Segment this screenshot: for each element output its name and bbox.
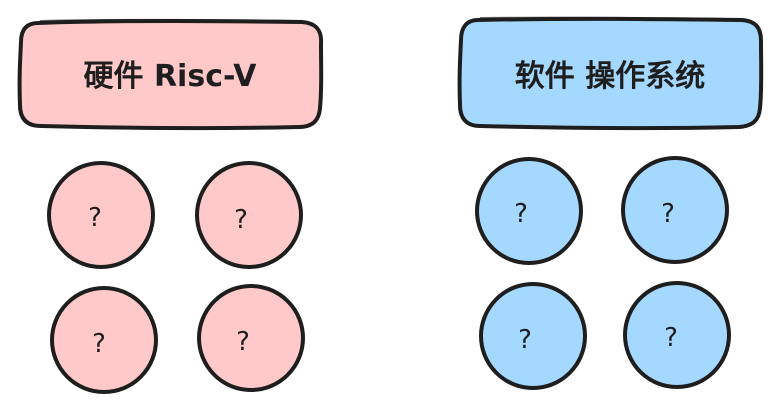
software-node-3-label: ? <box>518 325 532 355</box>
hardware-node-1-sketch <box>49 162 93 211</box>
software-box-sketch-line <box>479 16 741 20</box>
hardware-box: 硬件 Risc-V <box>17 18 324 131</box>
hardware-label: 硬件 Risc-V <box>84 59 258 94</box>
software-node-4: ? <box>623 281 731 389</box>
hardware-box-sketch-line <box>39 18 301 22</box>
hardware-node-4: ? <box>197 284 305 392</box>
software-node-2-label: ? <box>661 199 675 229</box>
hardware-node-4-circle <box>197 284 305 392</box>
hardware-node-2-circle <box>195 161 303 269</box>
software-node-1: ? <box>475 157 583 265</box>
software-node-4-label: ? <box>664 323 678 353</box>
software-node-1-label: ? <box>514 199 528 229</box>
hardware-node-3: ? <box>50 286 158 394</box>
software-node-2: ? <box>621 156 729 264</box>
hardware-node-4-label: ? <box>236 327 250 357</box>
hardware-node-1-label: ? <box>88 203 102 233</box>
hardware-node-3-label: ? <box>92 329 106 359</box>
hardware-node-2-sketch <box>197 162 241 211</box>
hardware-node-1-circle <box>47 161 155 269</box>
hardware-node-3-circle <box>50 286 158 394</box>
software-label: 软件 操作系统 <box>515 59 705 94</box>
hardware-node-2-label: ? <box>234 205 248 235</box>
hardware-node-3-sketch <box>52 287 96 336</box>
hardware-node-4-sketch <box>199 285 243 334</box>
software-node-1-sketch <box>477 158 521 207</box>
hardware-box-shape <box>17 19 324 131</box>
hardware-node-2: ? <box>195 161 303 269</box>
software-box: 软件 操作系统 <box>457 16 764 131</box>
software-node-2-sketch <box>623 157 667 206</box>
software-node-4-sketch <box>625 282 669 331</box>
software-node-4-circle <box>623 281 731 389</box>
software-node-3-sketch <box>481 283 525 332</box>
software-node-2-circle <box>621 156 729 264</box>
software-node-3: ? <box>479 282 587 390</box>
software-node-1-circle <box>475 157 583 265</box>
software-node-3-circle <box>479 282 587 390</box>
hardware-node-1: ? <box>47 161 155 269</box>
